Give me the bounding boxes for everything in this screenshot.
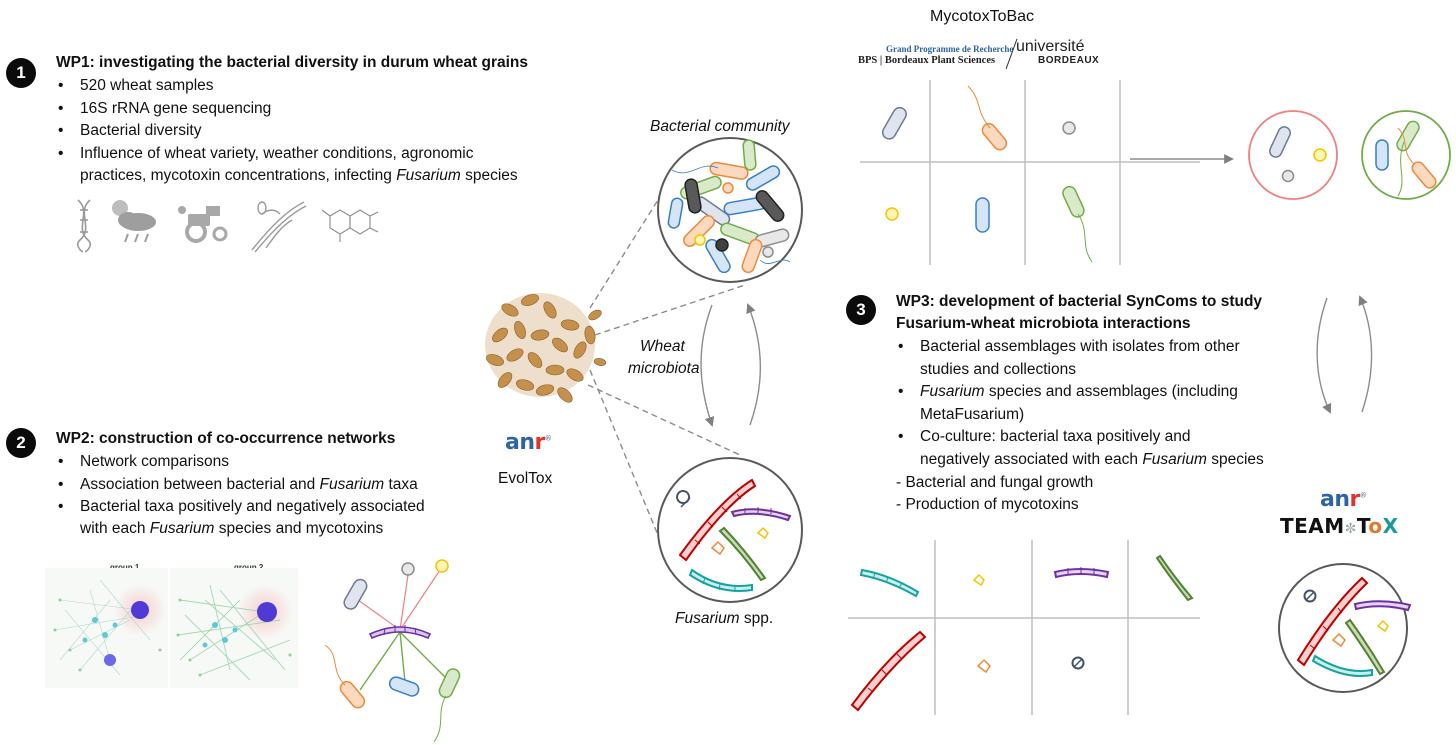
wp3-bullet-continuation: negatively associated with each Fusarium… bbox=[920, 450, 1264, 468]
cycle-arrow-down bbox=[700, 304, 715, 427]
wp1-bullet: Bacterial diversity bbox=[56, 120, 473, 143]
wp2-bullet-continuation: with each Fusarium species and mycotoxin… bbox=[80, 520, 384, 537]
wp2-title: WP2: construction of co-occurrence netwo… bbox=[56, 430, 396, 447]
network-group2 bbox=[170, 568, 298, 688]
evoltox-label: EvolTox bbox=[498, 470, 553, 487]
syncom-negative-circle bbox=[1248, 110, 1338, 200]
weather-icon bbox=[112, 200, 156, 243]
anr-logo-teamtox: anr® bbox=[1320, 487, 1367, 512]
wp3-bullet: Fusarium species and assemblages (includ… bbox=[896, 381, 1264, 404]
bacterial-community-circle bbox=[657, 137, 803, 283]
wp1-number-badge: 1 bbox=[6, 58, 36, 88]
wp1-title: WP1: investigating the bacterial diversi… bbox=[56, 54, 528, 71]
wp1-bullet-list: 520 wheat samples 16S rRNA gene sequenci… bbox=[56, 75, 473, 165]
fusarium-spores-icon bbox=[251, 201, 307, 253]
wp3-dash-item: - Bacterial and fungal growth bbox=[896, 474, 1094, 491]
association-diagram bbox=[324, 559, 461, 743]
tractor-icon bbox=[178, 206, 228, 243]
bacterial-community-label: Bacterial community bbox=[650, 118, 790, 135]
wp3-bullet: Bacterial assemblages with isolates from… bbox=[896, 336, 1264, 359]
wp3-cycle-arrow-down bbox=[1316, 297, 1332, 414]
mycotoxtobac-title: MycotoxToBac bbox=[930, 8, 1035, 25]
universite-bordeaux-logo: université BORDEAUX bbox=[1016, 38, 1100, 67]
teamtox-fusarium-circle bbox=[1278, 563, 1412, 693]
wp3-title-line2: Fusarium-wheat microbiota interactions bbox=[896, 315, 1191, 332]
fusarium-spp-label: Fusarium spp. bbox=[675, 610, 774, 627]
cycle-arrow-up bbox=[746, 303, 762, 426]
wp2-bullet: Bacterial taxa positively and negatively… bbox=[56, 496, 425, 519]
network-group1 bbox=[45, 568, 168, 688]
wp2-bullet: Association between bacterial and Fusari… bbox=[56, 474, 425, 497]
fusarium-isolation-grid bbox=[848, 540, 1200, 715]
wp2-bullet: Network comparisons bbox=[56, 451, 425, 474]
wp3-bullet-continuation: MetaFusarium) bbox=[920, 405, 1025, 423]
wp3-bullet-continuation: studies and collections bbox=[920, 360, 1076, 378]
bacteria-isolation-grid bbox=[860, 80, 1200, 265]
wp1-bullet: Influence of wheat variety, weather cond… bbox=[56, 143, 473, 166]
wp3-bullet-list: Bacterial assemblages with isolates from… bbox=[896, 336, 1264, 471]
dna-icon bbox=[76, 199, 92, 253]
network-label-group2: group 2 bbox=[234, 563, 264, 572]
wp2-number-badge: 2 bbox=[6, 428, 36, 458]
fusarium-circle bbox=[657, 457, 803, 603]
bps-logo: Grand Programme de Recherche BPS | Borde… bbox=[858, 44, 1014, 66]
wheat-microbiota-label-line2: microbiota bbox=[628, 360, 700, 377]
wp3-number-badge: 3 bbox=[846, 295, 876, 325]
wheat-links bbox=[587, 191, 746, 541]
wp3-dash-item: - Production of mycotoxins bbox=[896, 496, 1079, 513]
wp1-bullet: 16S rRNA gene sequencing bbox=[56, 98, 473, 121]
syncom-positive-circle bbox=[1361, 110, 1451, 200]
wp3-title-line1: WP3: development of bacterial SynComs to… bbox=[896, 293, 1263, 310]
wp1-bullet-continuation: practices, mycotoxin concentrations, inf… bbox=[80, 167, 518, 184]
wp1-bullet: 520 wheat samples bbox=[56, 75, 473, 98]
teamtox-label: TEAM✼ToX bbox=[1280, 514, 1399, 538]
network-label-group1: group 1 bbox=[110, 563, 140, 572]
mycotoxin-molecule-icon bbox=[321, 209, 379, 242]
wp3-bullet: Co-culture: bacterial taxa positively an… bbox=[896, 426, 1264, 449]
wheat-grains-image bbox=[485, 293, 607, 403]
wp2-bullet-list: Network comparisons Association between … bbox=[56, 451, 425, 519]
wp3-cycle-arrow-up bbox=[1358, 295, 1373, 413]
anr-logo: anr® bbox=[505, 430, 552, 455]
wheat-microbiota-label-line1: Wheat bbox=[640, 338, 685, 355]
